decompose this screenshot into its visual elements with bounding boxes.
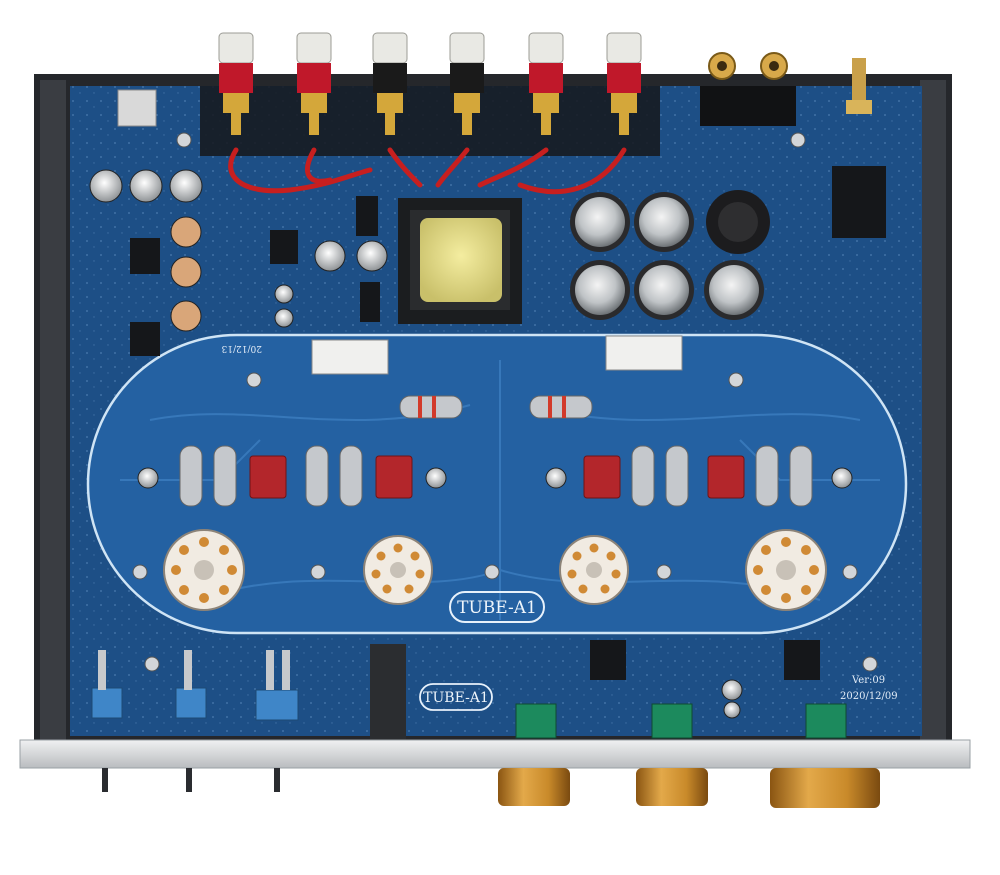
header-connector-right <box>605 335 683 371</box>
transformer <box>398 198 522 324</box>
binding-post-red <box>606 32 642 135</box>
headphone-jack <box>370 644 406 740</box>
tube-socket <box>363 535 433 605</box>
tube-sockets <box>163 529 827 611</box>
binding-post-black <box>449 32 485 135</box>
tube-socket <box>745 529 827 611</box>
volume-potentiometers <box>515 703 847 739</box>
binding-post-black <box>372 32 408 135</box>
vertical-resistors <box>179 445 813 507</box>
tube-board-oval <box>86 333 908 635</box>
pcb-version-label: Ver:09 <box>851 675 885 686</box>
antenna-connector <box>846 58 872 114</box>
power-capacitors <box>570 190 770 320</box>
center-resistors <box>399 395 593 419</box>
pcb-label-secondary: TUBE-A1 <box>423 690 489 706</box>
toggle-levers <box>102 768 280 792</box>
tube-board-small-caps <box>137 467 853 489</box>
film-capacitors <box>249 455 745 499</box>
gold-knobs <box>498 768 880 808</box>
pcb-date-label: 2020/12/09 <box>840 691 898 702</box>
tube-a1-label-secondary: TUBE-A1 <box>419 683 493 711</box>
usb-port <box>117 89 157 127</box>
tube-socket <box>559 535 629 605</box>
speaker-binding-posts <box>218 32 642 135</box>
front-panel-switches <box>91 650 299 721</box>
pcb-corner-code: 20/12/13 <box>221 343 262 353</box>
front-small-cap <box>723 701 741 719</box>
pcb-label-primary: TUBE-A1 <box>457 598 537 618</box>
gold-knob <box>498 768 570 806</box>
binding-post-red <box>218 32 254 135</box>
rca-input-jacks <box>700 52 796 126</box>
mounting-screws <box>132 132 878 672</box>
chassis-left-wall <box>40 80 66 740</box>
tube-socket <box>163 529 245 611</box>
rear-panel <box>200 86 660 156</box>
header-connector-left <box>311 339 389 375</box>
gold-knob <box>636 768 708 806</box>
chassis-right-wall <box>920 80 946 740</box>
front-panel <box>19 739 971 769</box>
binding-post-red <box>296 32 332 135</box>
speaker-wires <box>228 147 627 194</box>
chips <box>130 166 886 680</box>
left-capacitors <box>89 169 388 332</box>
front-small-cap <box>721 679 743 701</box>
binding-post-red <box>528 32 564 135</box>
tube-a1-label-primary: TUBE-A1 <box>449 591 545 623</box>
gold-knob <box>770 768 880 808</box>
